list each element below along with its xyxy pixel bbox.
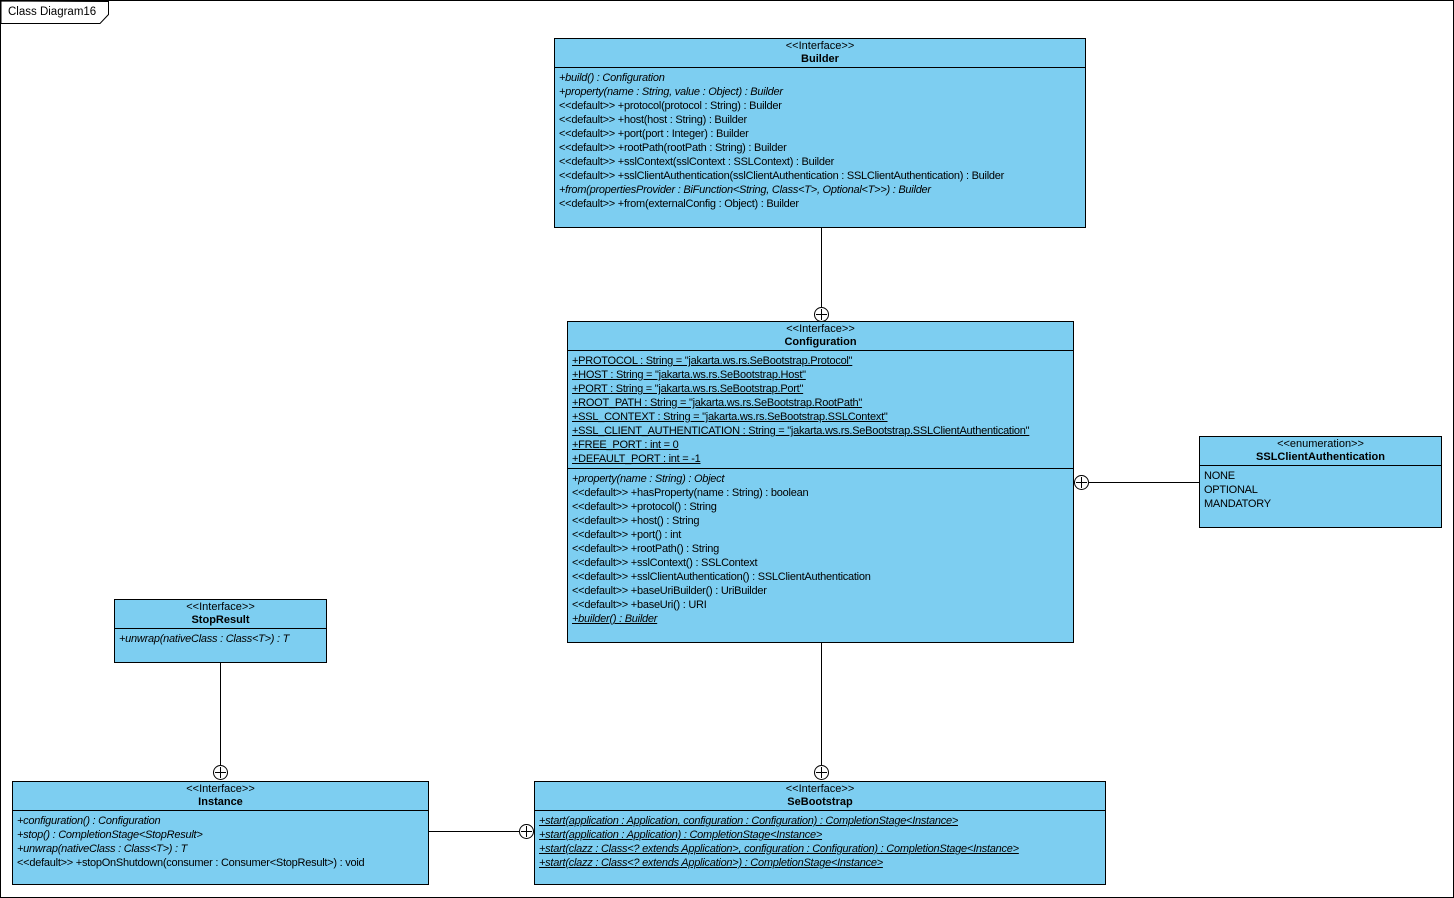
stereotype-label: <<enumeration>> (1277, 438, 1364, 450)
class-name: Instance (198, 796, 243, 808)
method-row: <<default>> +rootPath(rootPath : String)… (559, 142, 787, 154)
literals-compartment: NONE OPTIONAL MANDATORY (1200, 465, 1441, 527)
methods-compartment: +start(application : Application, config… (535, 810, 1105, 884)
method-row: <<default>> +hasProperty(name : String) … (572, 487, 809, 499)
method-row: +stop() : CompletionStage<StopResult> (17, 829, 203, 841)
enum-header: <<enumeration>> SSLClientAuthentication (1200, 437, 1441, 465)
method-row: +build() : Configuration (559, 72, 665, 84)
stereotype-label: <<Interface>> (785, 783, 855, 795)
methods-compartment: +unwrap(nativeClass : Class<T>) : T (115, 628, 326, 662)
method-row: <<default>> +sslClientAuthentication(ssl… (559, 170, 1005, 182)
stereotype-label: <<Interface>> (785, 40, 855, 52)
method-row: <<default>> +baseUriBuilder() : UriBuild… (572, 585, 767, 597)
method-row: +from(propertiesProvider : BiFunction<St… (559, 184, 931, 196)
class-builder-header: <<Interface>> Builder (555, 39, 1085, 67)
class-sebootstrap[interactable]: <<Interface>> SeBootstrap +start(applica… (534, 781, 1106, 885)
class-name: Builder (801, 53, 839, 65)
method-row: +property(name : String) : Object (572, 473, 725, 485)
attribute-row: +DEFAULT_PORT : int = -1 (572, 453, 701, 465)
method-row: +unwrap(nativeClass : Class<T>) : T (17, 843, 188, 855)
method-row: +start(application : Application, config… (539, 815, 958, 827)
enum-sslclientauthentication[interactable]: <<enumeration>> SSLClientAuthentication … (1199, 436, 1442, 528)
class-name: StopResult (191, 614, 250, 626)
enum-literal-row: NONE (1204, 470, 1235, 482)
method-row: <<default>> +rootPath() : String (572, 543, 720, 555)
method-row: <<default>> +port() : int (572, 529, 682, 541)
containment-anchor-icon (519, 824, 534, 839)
attribute-row: +SSL_CLIENT_AUTHENTICATION : String = "j… (572, 425, 1030, 437)
class-builder[interactable]: <<Interface>> Builder +build() : Configu… (554, 38, 1086, 228)
method-row: <<default>> +host(host : String) : Build… (559, 114, 747, 126)
diagram-title-tab: Class Diagram16 (1, 1, 121, 27)
attribute-row: +PORT : String = "jakarta.ws.rs.SeBootst… (572, 383, 804, 395)
method-row: <<default>> +stopOnShutdown(consumer : C… (17, 857, 365, 869)
class-name: SeBootstrap (787, 796, 853, 808)
method-row: +start(clazz : Class<? extends Applicati… (539, 857, 883, 869)
attribute-row: +FREE_PORT : int = 0 (572, 439, 679, 451)
class-name: SSLClientAuthentication (1256, 451, 1385, 463)
method-row: +unwrap(nativeClass : Class<T>) : T (119, 633, 290, 645)
attribute-row: +PROTOCOL : String = "jakarta.ws.rs.SeBo… (572, 355, 853, 367)
class-sebootstrap-header: <<Interface>> SeBootstrap (535, 782, 1105, 810)
attribute-row: +HOST : String = "jakarta.ws.rs.SeBootst… (572, 369, 806, 381)
class-instance-header: <<Interface>> Instance (13, 782, 428, 810)
method-row: <<default>> +sslContext(sslContext : SSL… (559, 156, 835, 168)
methods-compartment: +build() : Configuration +property(name … (555, 67, 1085, 227)
containment-anchor-icon (814, 765, 829, 780)
containment-anchor-icon (814, 307, 829, 322)
method-row: +start(application : Application) : Comp… (539, 829, 823, 841)
class-configuration[interactable]: <<Interface>> Configuration +PROTOCOL : … (567, 321, 1074, 643)
class-stopresult[interactable]: <<Interface>> StopResult +unwrap(nativeC… (114, 599, 327, 663)
method-row: <<default>> +from(externalConfig : Objec… (559, 198, 799, 210)
enum-literal-row: OPTIONAL (1204, 484, 1258, 496)
method-row: +builder() : Builder (572, 613, 658, 625)
method-row: +property(name : String, value : Object)… (559, 86, 783, 98)
class-name: Configuration (784, 336, 857, 348)
connector-stopresult-instance[interactable] (220, 663, 221, 765)
methods-compartment: +configuration() : Configuration +stop()… (13, 810, 428, 884)
method-row: <<default>> +protocol(protocol : String)… (559, 100, 782, 112)
method-row: <<default>> +sslContext() : SSLContext (572, 557, 758, 569)
class-configuration-header: <<Interface>> Configuration (568, 322, 1073, 350)
title-tab-shape (1, 1, 109, 24)
method-row: <<default>> +host() : String (572, 515, 700, 527)
attribute-row: +SSL_CONTEXT : String = "jakarta.ws.rs.S… (572, 411, 888, 423)
method-row: <<default>> +sslClientAuthentication() :… (572, 571, 871, 583)
method-row: <<default>> +port(port : Integer) : Buil… (559, 128, 749, 140)
attributes-compartment: +PROTOCOL : String = "jakarta.ws.rs.SeBo… (568, 350, 1073, 468)
method-row: <<default>> +baseUri() : URI (572, 599, 707, 611)
stereotype-label: <<Interface>> (186, 783, 255, 795)
diagram-title: Class Diagram16 (8, 6, 97, 18)
method-row: <<default>> +protocol() : String (572, 501, 717, 513)
connector-builder-configuration[interactable] (821, 228, 822, 307)
connector-instance-sebootstrap[interactable] (429, 831, 519, 832)
attribute-row: +ROOT_PATH : String = "jakarta.ws.rs.SeB… (572, 397, 863, 409)
enum-literal-row: MANDATORY (1204, 498, 1271, 510)
class-instance[interactable]: <<Interface>> Instance +configuration() … (12, 781, 429, 885)
class-stopresult-header: <<Interface>> StopResult (115, 600, 326, 628)
method-row: +configuration() : Configuration (17, 815, 161, 827)
method-row: +start(clazz : Class<? extends Applicati… (539, 843, 1019, 855)
connector-configuration-sebootstrap[interactable] (821, 643, 822, 765)
stereotype-label: <<Interface>> (786, 323, 855, 335)
containment-anchor-icon (213, 765, 228, 780)
containment-anchor-icon (1074, 475, 1089, 490)
methods-compartment: +property(name : String) : Object <<defa… (568, 468, 1073, 642)
connector-configuration-sslclientauthentication[interactable] (1089, 482, 1199, 483)
stereotype-label: <<Interface>> (186, 601, 255, 613)
